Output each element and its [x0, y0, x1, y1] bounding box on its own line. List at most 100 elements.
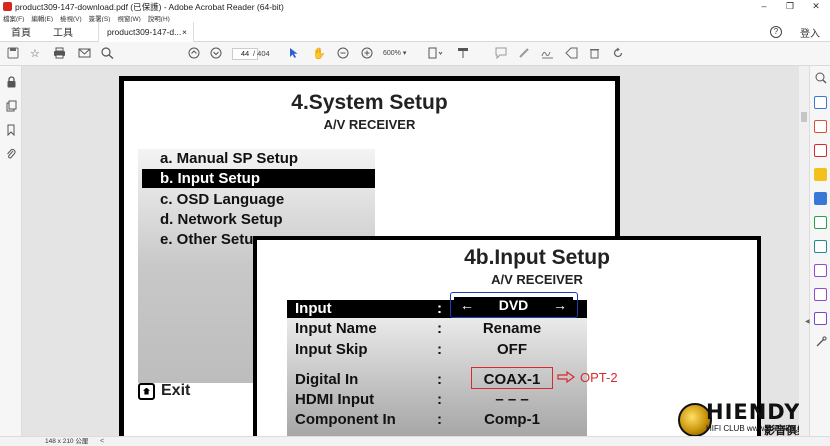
scroll-mode-icon[interactable] [457, 47, 469, 61]
tab-document-label: product309-147-d... [107, 26, 182, 37]
lock-icon[interactable] [5, 76, 17, 88]
rotate-icon[interactable] [612, 47, 624, 61]
scrollbar-thumb[interactable] [801, 112, 807, 122]
watermark-sub: HIFI CLUB www.HIENDY.com [706, 424, 813, 433]
zoom-search-icon[interactable] [814, 72, 827, 85]
left-sidebar: ◀ [0, 66, 32, 436]
delete-icon[interactable] [589, 47, 600, 61]
system-menu-item: a. Manual SP Setup [160, 150, 299, 167]
input-row-colon: : [437, 320, 442, 337]
tab-tools[interactable]: 工具 [53, 28, 73, 39]
scroll-left-icon[interactable]: < [100, 438, 105, 445]
page-display-icon[interactable] [428, 47, 444, 61]
input-setup-content: 4b.Input Setup A/V RECEIVER Input Input … [257, 240, 757, 436]
menu-view[interactable]: 檢視(V) [59, 15, 82, 23]
input-skip-value: OFF [497, 341, 527, 358]
input-row-label: Input Skip [295, 341, 368, 358]
watermark-name: HIENDY [706, 400, 801, 424]
zoom-in-icon[interactable] [361, 47, 373, 61]
tab-bar: 首頁 工具 product309-147-d... × ? 登入 [0, 21, 830, 42]
edit-pdf-icon[interactable] [814, 144, 827, 157]
stamp-icon[interactable] [565, 47, 578, 61]
export-pdf-icon[interactable] [814, 96, 827, 109]
pages-icon[interactable] [5, 100, 17, 112]
zoom-out-icon[interactable] [337, 47, 349, 61]
comment-icon[interactable] [495, 47, 507, 61]
highlight-pen-icon[interactable] [518, 47, 530, 61]
menu-edit[interactable]: 編輯(E) [31, 15, 53, 23]
bookmark-icon[interactable] [5, 124, 17, 137]
menu-file[interactable]: 檔案(F) [3, 15, 25, 23]
document-view[interactable]: 4.System Setup A/V RECEIVER a. Manual SP… [22, 66, 799, 436]
menu-help[interactable]: 說明(H) [147, 15, 170, 23]
digital-in-highlight [471, 367, 553, 389]
right-tools-pane: ◀ [805, 66, 830, 436]
input-row-label: Digital In [295, 371, 359, 388]
signin-button[interactable]: 登入 [800, 28, 820, 40]
collapse-right-icon[interactable]: ◀ [805, 319, 810, 325]
system-setup-subtitle: A/V RECEIVER [323, 117, 416, 132]
sign-icon[interactable] [541, 47, 554, 61]
tab-close-icon[interactable]: × [182, 26, 187, 37]
combine-files-icon[interactable] [814, 192, 827, 205]
email-icon[interactable] [78, 47, 91, 61]
menu-sign[interactable]: 簽署(S) [88, 15, 111, 23]
system-menu-item: d. Network Setup [160, 211, 283, 228]
hand-tool-icon[interactable]: ✋ [312, 48, 326, 60]
previous-page-icon[interactable] [188, 47, 200, 61]
next-page-icon[interactable] [210, 47, 222, 61]
digital-in-value: COAX-1 [483, 371, 541, 388]
tab-document[interactable]: product309-147-d... × [98, 21, 194, 42]
save-icon[interactable] [7, 47, 19, 61]
system-setup-title: 4.System Setup [291, 91, 448, 114]
input-setup-list: Input Input Name Input Skip Digital In H… [287, 300, 587, 436]
window-title-bar: product309-147-download.pdf (已保護) - Adob… [0, 0, 830, 13]
system-menu-item: e. Other Setup [160, 231, 263, 248]
input-name-value: Rename [482, 320, 542, 337]
input-value: DVD [498, 297, 529, 313]
red-arrow-icon [557, 371, 575, 383]
maximize-button[interactable]: ❐ [785, 1, 795, 11]
fill-sign-icon[interactable] [814, 288, 827, 301]
minimize-button[interactable]: – [761, 1, 767, 11]
more-tools-icon[interactable] [814, 336, 827, 349]
input-row-colon: : [437, 341, 442, 358]
exit-label: Exit [138, 382, 190, 400]
opt2-annotation: OPT-2 [580, 370, 618, 385]
select-cursor-icon[interactable] [289, 47, 299, 61]
print-icon[interactable] [53, 47, 66, 61]
protect-icon[interactable] [814, 264, 827, 277]
vertical-scrollbar[interactable] [799, 66, 809, 436]
input-row-colon: : [437, 391, 442, 408]
toolbar: ☆ 44 / 404 ✋ 600% ▾ [0, 42, 830, 66]
compress-pdf-icon[interactable] [814, 240, 827, 253]
input-setup-panel: 4b.Input Setup A/V RECEIVER Input Input … [253, 236, 761, 436]
tab-home[interactable]: 首頁 [11, 28, 31, 39]
search-icon[interactable] [101, 47, 114, 61]
input-row-colon: : [437, 371, 442, 388]
zoom-select[interactable]: 600% ▾ [383, 48, 419, 60]
menu-bar: 檔案(F) 編輯(E) 檢視(V) 簽署(S) 視窗(W) 說明(H) [0, 13, 830, 23]
input-row-colon: : [437, 411, 442, 428]
star-icon[interactable]: ☆ [30, 48, 40, 60]
home-icon [138, 382, 155, 400]
zoom-value: 600% [383, 50, 401, 57]
input-row-label: HDMI Input [295, 391, 375, 408]
organize-pages-icon[interactable] [814, 216, 827, 229]
hiendy-logo-icon [678, 403, 712, 437]
page-size-label: 148 x 210 公厘 [45, 438, 89, 445]
help-icon[interactable]: ? [770, 26, 782, 38]
attachment-icon[interactable] [5, 148, 17, 160]
page-number-input[interactable]: 44 [232, 48, 258, 60]
page-total: / 404 [253, 49, 270, 58]
input-value-selector: ← DVD → [454, 297, 573, 313]
status-bar: 148 x 210 公厘 < [0, 436, 830, 446]
menu-window[interactable]: 視窗(W) [117, 15, 141, 23]
input-row-label: Input Name [295, 320, 377, 337]
create-pdf-icon[interactable] [814, 120, 827, 133]
close-window-button[interactable]: ✕ [812, 1, 820, 11]
comment-tool-icon[interactable] [814, 168, 827, 181]
input-setup-title: 4b.Input Setup [464, 246, 610, 269]
send-signature-icon[interactable] [814, 312, 827, 325]
input-row-colon: : [437, 300, 442, 317]
